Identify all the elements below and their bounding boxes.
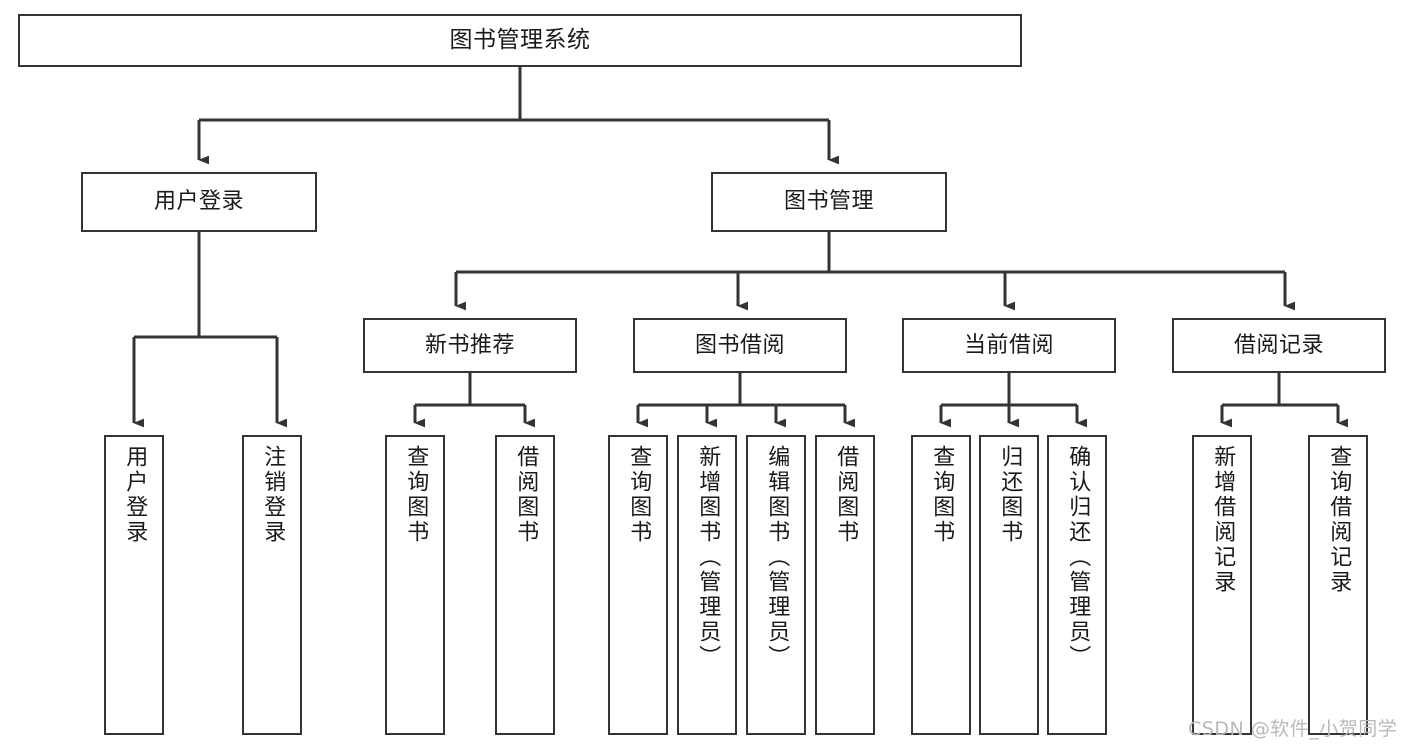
node-book-borrow[interactable]: 图书借阅	[633, 318, 847, 373]
node-borrow-record[interactable]: 借阅记录	[1172, 318, 1386, 373]
leaf-book-borrow-query-book[interactable]: 查询图书	[608, 435, 668, 735]
node-label: 编辑图书（管理员）	[764, 445, 790, 670]
leaf-book-borrow-add-book-admin[interactable]: 新增图书（管理员）	[677, 435, 737, 735]
node-label: 借阅记录	[1233, 332, 1324, 358]
leaf-current-borrow-confirm-return-admin[interactable]: 确认归还（管理员）	[1047, 435, 1107, 735]
node-label: 借阅图书	[513, 445, 539, 545]
node-book-management[interactable]: 图书管理	[711, 172, 947, 232]
leaf-current-borrow-query-book[interactable]: 查询图书	[911, 435, 971, 735]
leaf-new-book-query-book[interactable]: 查询图书	[385, 435, 445, 735]
leaf-new-book-borrow-book[interactable]: 借阅图书	[495, 435, 555, 735]
node-label: 图书管理系统	[449, 26, 591, 53]
node-new-book-recommend[interactable]: 新书推荐	[363, 318, 577, 373]
node-label: 借阅图书	[833, 445, 859, 545]
node-label: 新增图书（管理员）	[695, 445, 721, 670]
node-label: 新增借阅记录	[1210, 445, 1236, 595]
leaf-book-borrow-borrow-book[interactable]: 借阅图书	[815, 435, 875, 735]
node-label: 用户登录	[122, 445, 148, 545]
node-root-book-management-system[interactable]: 图书管理系统	[18, 14, 1022, 67]
leaf-user-login-login[interactable]: 用户登录	[104, 435, 164, 735]
node-label: 用户登录	[153, 189, 244, 215]
leaf-user-login-logout[interactable]: 注销登录	[242, 435, 302, 735]
node-label: 确认归还（管理员）	[1065, 445, 1091, 670]
node-label: 图书管理	[783, 189, 874, 215]
leaf-current-borrow-return-book[interactable]: 归还图书	[979, 435, 1039, 735]
node-label: 当前借阅	[963, 332, 1054, 358]
node-label: 图书借阅	[694, 332, 785, 358]
node-label: 查询图书	[929, 445, 955, 545]
node-user-login[interactable]: 用户登录	[81, 172, 317, 232]
node-label: 归还图书	[997, 445, 1023, 545]
node-label: 新书推荐	[424, 332, 515, 358]
node-label: 查询图书	[626, 445, 652, 545]
leaf-borrow-record-add-record[interactable]: 新增借阅记录	[1192, 435, 1252, 735]
node-label: 注销登录	[260, 445, 286, 545]
node-current-borrow[interactable]: 当前借阅	[902, 318, 1116, 373]
node-label: 查询图书	[403, 445, 429, 545]
node-label: 查询借阅记录	[1326, 445, 1352, 595]
leaf-borrow-record-query-record[interactable]: 查询借阅记录	[1308, 435, 1368, 735]
leaf-book-borrow-edit-book-admin[interactable]: 编辑图书（管理员）	[746, 435, 806, 735]
